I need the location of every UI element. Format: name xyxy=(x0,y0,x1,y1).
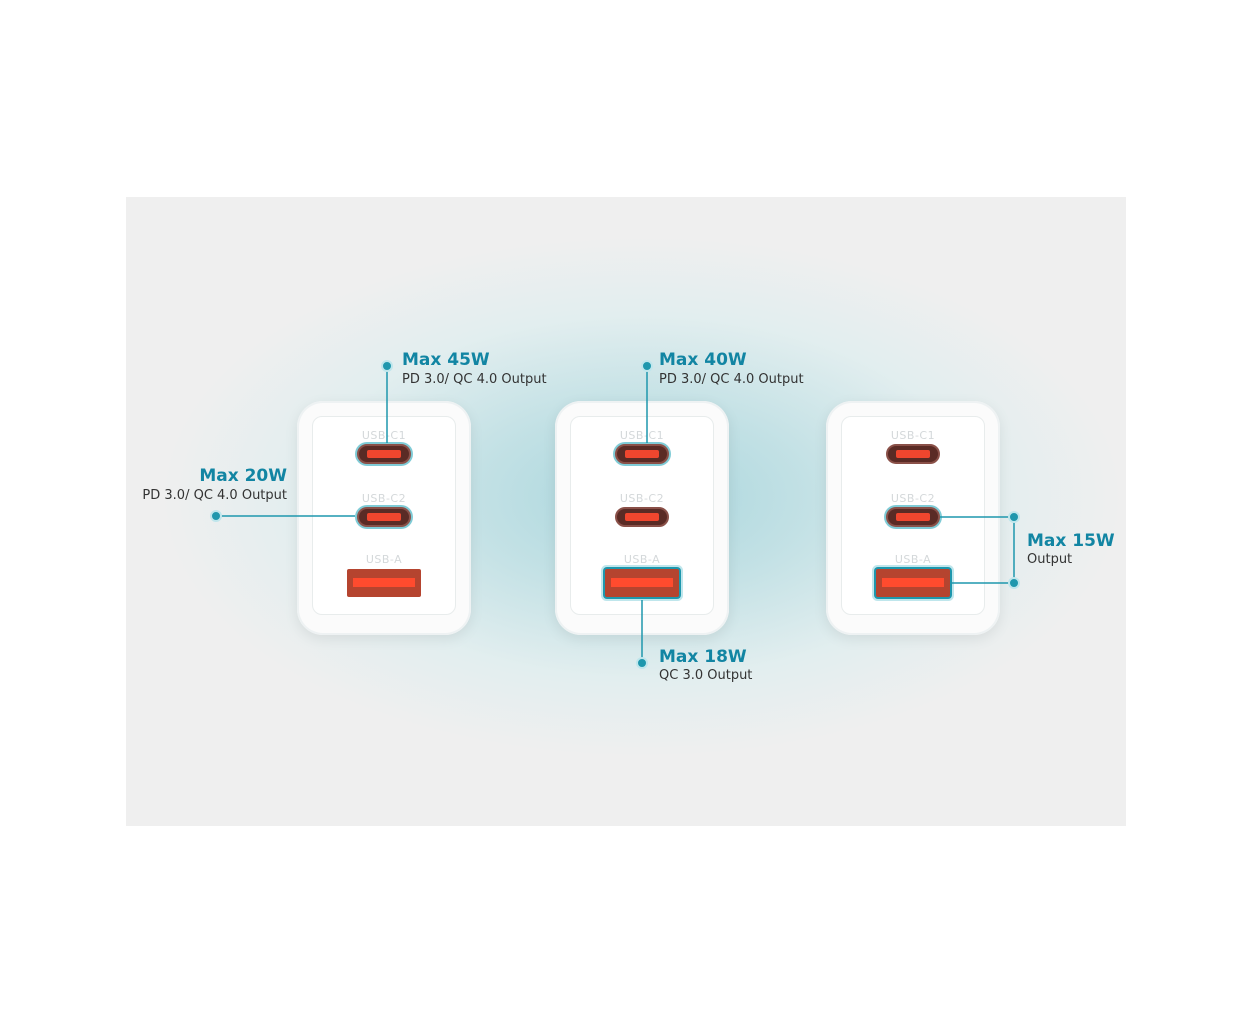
callout-title: Max 15W xyxy=(1027,531,1115,551)
port-label-c1: USB-C1 xyxy=(890,429,936,442)
callout-subtitle: QC 3.0 Output xyxy=(659,668,753,683)
port-label-a: USB-A xyxy=(623,553,661,566)
callout-subtitle: PD 3.0/ QC 4.0 Output xyxy=(402,372,547,387)
port-label-c1: USB-C1 xyxy=(619,429,665,442)
callout-subtitle: PD 3.0/ QC 4.0 Output xyxy=(142,488,287,503)
callout-dot xyxy=(1008,511,1020,523)
callout-dot xyxy=(641,360,653,372)
usb-c1-port xyxy=(886,444,940,464)
charger-face: USB-C1 USB-C2 USB-A xyxy=(841,416,985,615)
usb-a-port xyxy=(347,569,421,597)
callout-title: Max 20W xyxy=(199,466,287,486)
port-label-c2: USB-C2 xyxy=(890,492,936,505)
usb-c1-port xyxy=(615,444,669,464)
callout-title: Max 40W xyxy=(659,350,747,370)
usb-c2-port xyxy=(615,507,669,527)
port-label-c2: USB-C2 xyxy=(619,492,665,505)
usb-a-port xyxy=(876,569,950,597)
callout-dot xyxy=(1008,577,1020,589)
callout-title: Max 18W xyxy=(659,647,747,667)
usb-c1-port xyxy=(357,444,411,464)
charger-middle: USB-C1 USB-C2 USB-A xyxy=(555,401,729,635)
port-label-c1: USB-C1 xyxy=(361,429,407,442)
callout-dot xyxy=(381,360,393,372)
callout-subtitle: PD 3.0/ QC 4.0 Output xyxy=(659,372,804,387)
usb-a-port xyxy=(605,569,679,597)
port-label-a: USB-A xyxy=(894,553,932,566)
callout-dot xyxy=(210,510,222,522)
callout-title: Max 45W xyxy=(402,350,490,370)
callout-subtitle: Output xyxy=(1027,552,1073,567)
charger-right: USB-C1 USB-C2 USB-A xyxy=(826,401,1000,635)
callout-dot xyxy=(636,657,648,669)
port-label-c2: USB-C2 xyxy=(361,492,407,505)
port-label-a: USB-A xyxy=(365,553,403,566)
usb-c2-port xyxy=(886,507,940,527)
usb-c2-port xyxy=(357,507,411,527)
charger-left: USB-C1 USB-C2 USB-A xyxy=(297,401,471,635)
charger-face: USB-C1 USB-C2 USB-A xyxy=(570,416,714,615)
